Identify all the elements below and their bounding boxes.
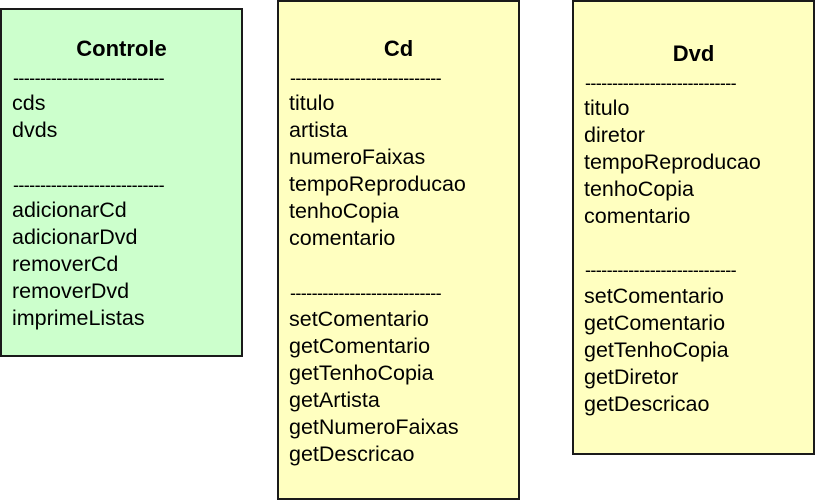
method-item: setComentario bbox=[584, 284, 724, 308]
separator-top: ---------------------------- bbox=[13, 68, 165, 88]
attribute-item: comentario bbox=[289, 226, 396, 250]
class-box-cd[interactable]: Cd ---------------------------- titulo a… bbox=[277, 0, 520, 500]
method-item: getDescricao bbox=[584, 392, 710, 416]
attribute-item: titulo bbox=[584, 96, 630, 120]
class-name: Cd bbox=[383, 36, 414, 61]
attribute-item: tempoReproducao bbox=[289, 172, 466, 196]
method-item: adicionarDvd bbox=[12, 225, 138, 249]
method-list: setComentario getComentario getTenhoCopi… bbox=[289, 306, 459, 468]
attribute-item: cds bbox=[12, 91, 46, 115]
method-list: setComentario getComentario getTenhoCopi… bbox=[584, 283, 729, 418]
class-name: Controle bbox=[76, 36, 167, 61]
class-box-dvd[interactable]: Dvd ---------------------------- titulo … bbox=[572, 0, 815, 455]
separator-top: ---------------------------- bbox=[290, 68, 442, 88]
method-item: getDiretor bbox=[584, 365, 679, 389]
class-box-controle[interactable]: Controle ---------------------------- cd… bbox=[0, 8, 243, 357]
method-item: setComentario bbox=[289, 307, 429, 331]
method-item: removerCd bbox=[12, 252, 119, 276]
separator-bottom: ---------------------------- bbox=[290, 283, 442, 303]
attribute-list: cds dvds bbox=[12, 90, 57, 144]
method-item: getTenhoCopia bbox=[584, 338, 729, 362]
attribute-item: diretor bbox=[584, 123, 645, 147]
attribute-item: numeroFaixas bbox=[289, 145, 426, 169]
method-item: imprimeListas bbox=[12, 306, 145, 330]
separator-bottom: ---------------------------- bbox=[13, 175, 165, 195]
attribute-item: comentario bbox=[584, 204, 691, 228]
method-item: getTenhoCopia bbox=[289, 361, 434, 385]
attribute-item: tenhoCopia bbox=[289, 199, 399, 223]
method-item: getComentario bbox=[584, 311, 726, 335]
separator-top: ---------------------------- bbox=[585, 73, 737, 93]
method-item: getComentario bbox=[289, 334, 431, 358]
attribute-item: artista bbox=[289, 118, 348, 142]
attribute-list: titulo artista numeroFaixas tempoReprodu… bbox=[289, 90, 466, 252]
method-item: getDescricao bbox=[289, 442, 415, 466]
method-item: adicionarCd bbox=[12, 198, 127, 222]
class-name: Dvd bbox=[672, 41, 715, 66]
attribute-item: dvds bbox=[12, 118, 58, 142]
method-list: adicionarCd adicionarDvd removerCd remov… bbox=[12, 197, 145, 332]
attribute-item: tenhoCopia bbox=[584, 177, 694, 201]
method-item: getNumeroFaixas bbox=[289, 415, 459, 439]
method-item: removerDvd bbox=[12, 279, 130, 303]
separator-bottom: ---------------------------- bbox=[585, 260, 737, 280]
attribute-list: titulo diretor tempoReproducao tenhoCopi… bbox=[584, 95, 761, 230]
attribute-item: titulo bbox=[289, 91, 335, 115]
attribute-item: tempoReproducao bbox=[584, 150, 761, 174]
method-item: getArtista bbox=[289, 388, 380, 412]
